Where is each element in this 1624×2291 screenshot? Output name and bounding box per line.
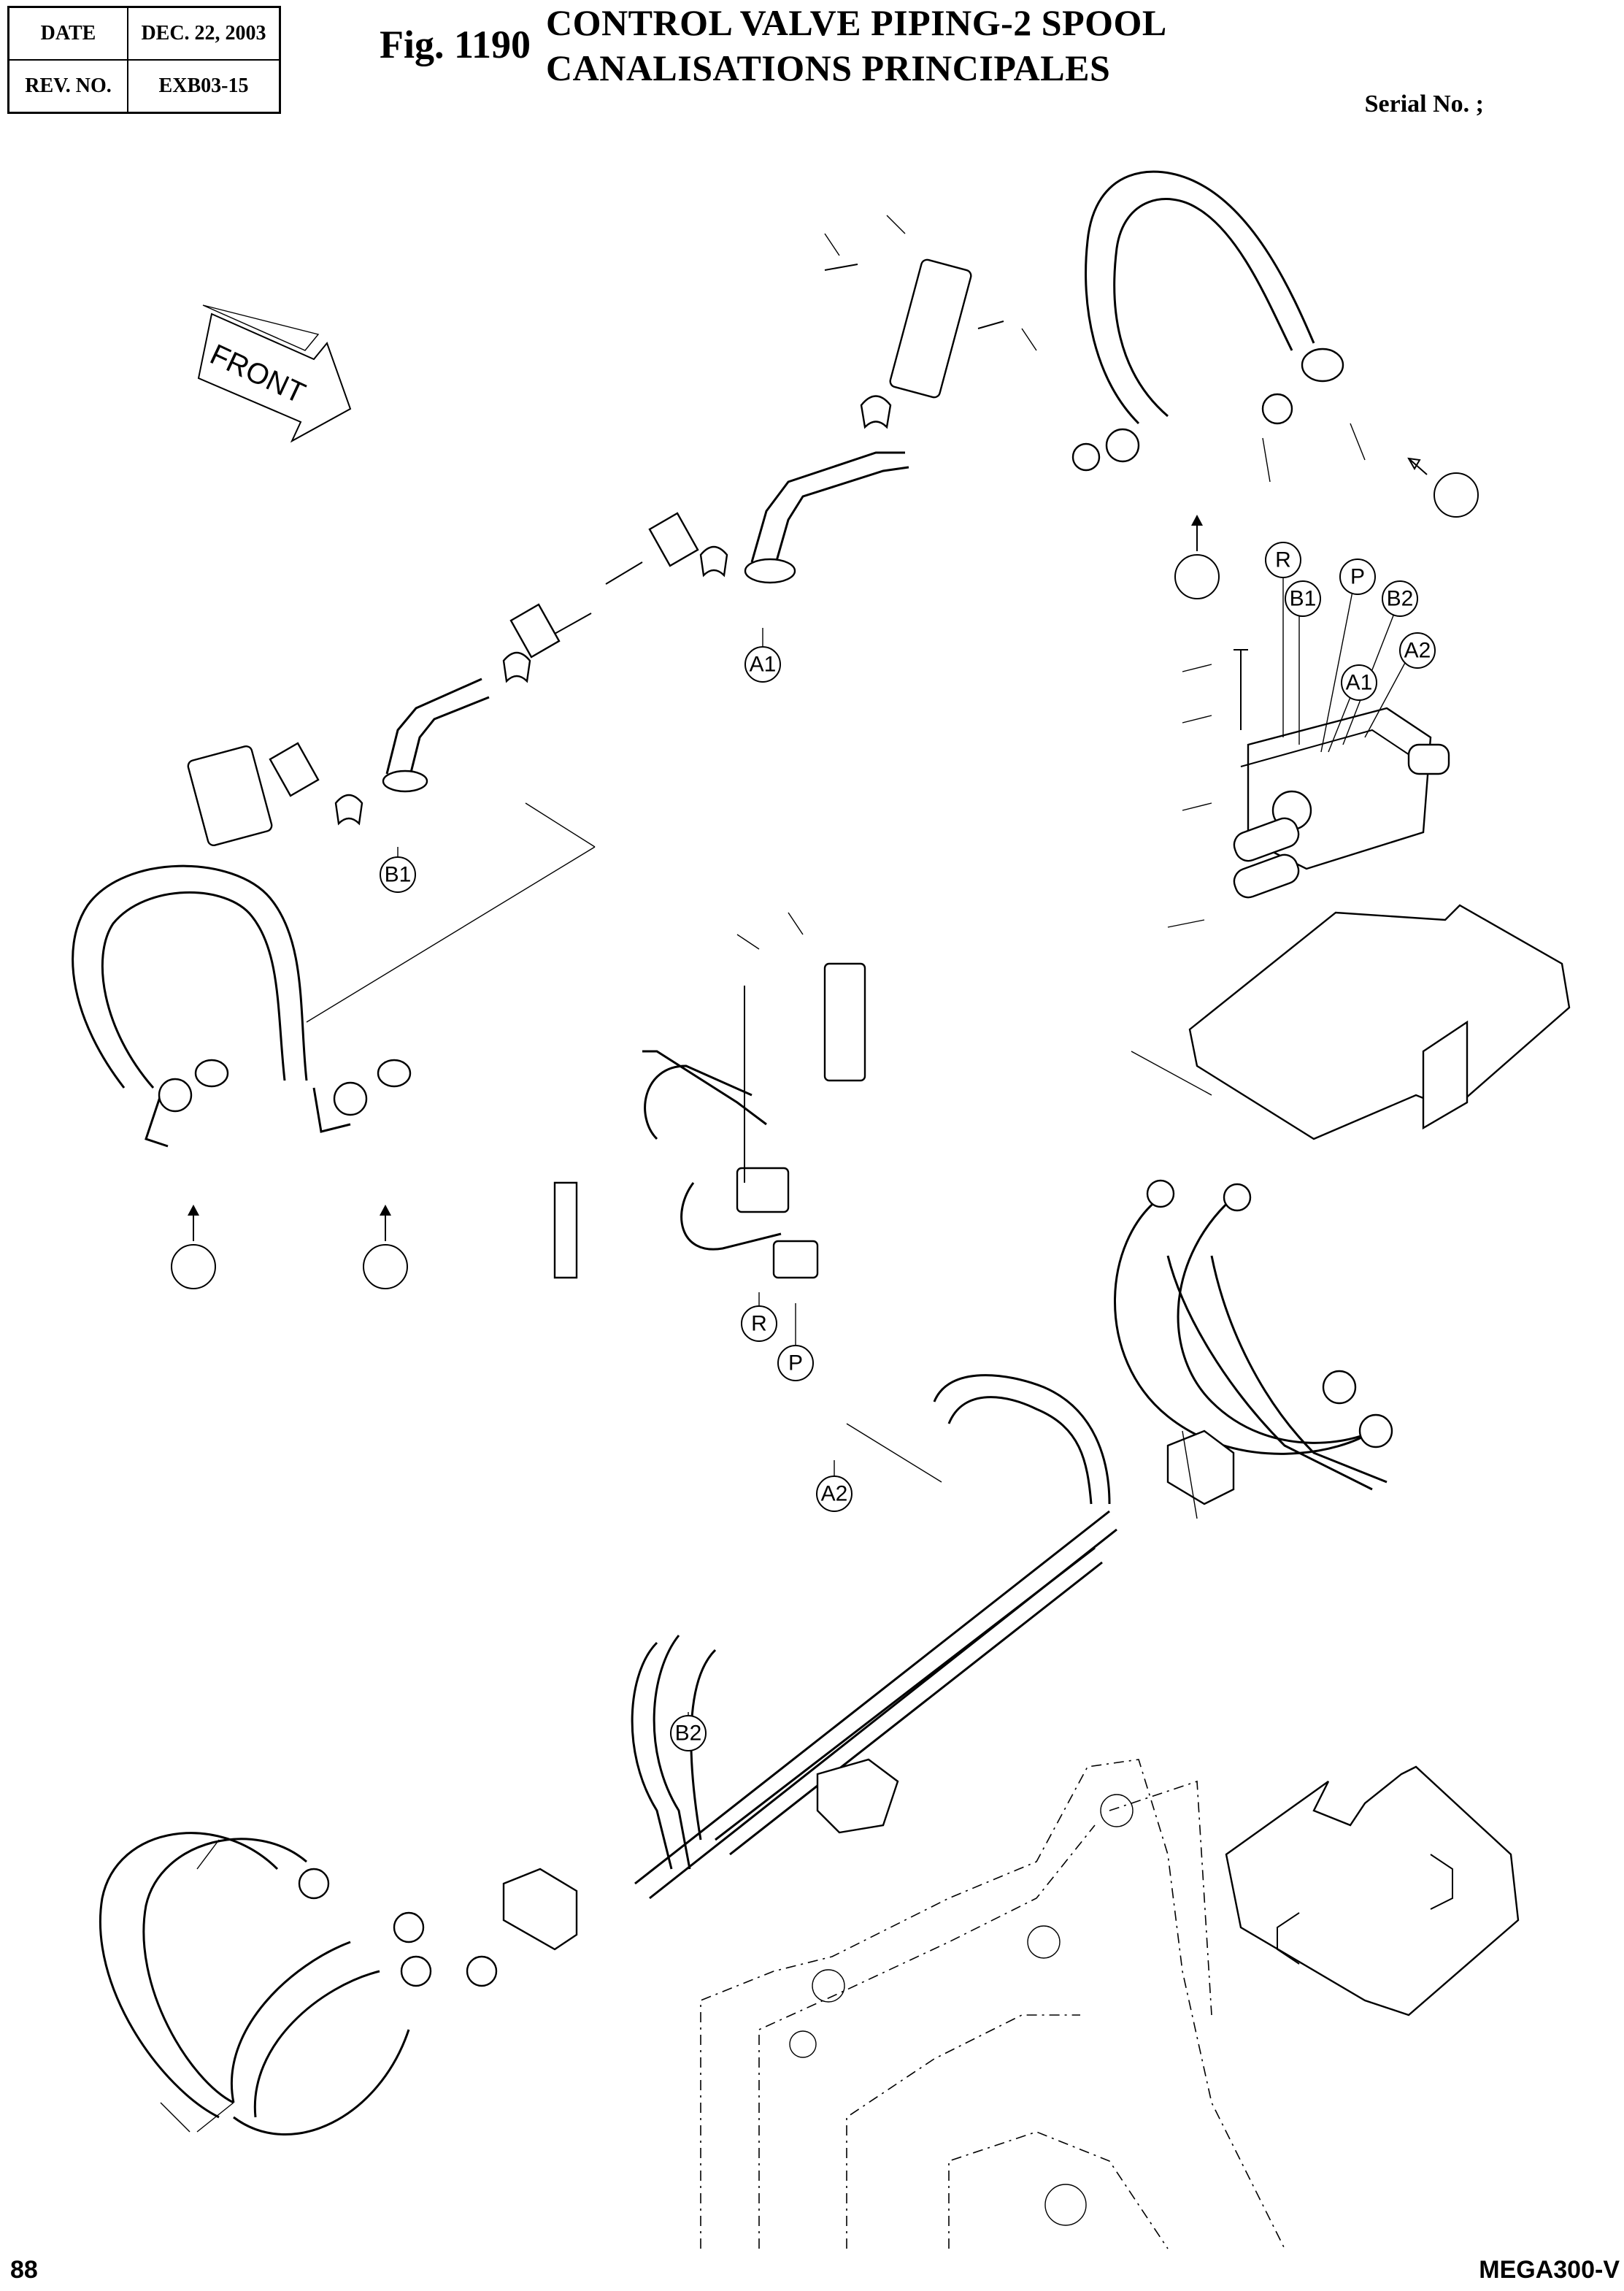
callout-b2-valve: B2 bbox=[1382, 580, 1418, 617]
callout-p-valve: P bbox=[1339, 559, 1376, 595]
date-value: DEC. 22, 2003 bbox=[127, 6, 281, 61]
callout-p-mid-label: P bbox=[788, 1351, 803, 1375]
revision-info-table: DATE DEC. 22, 2003 REV. NO. EXB03-15 bbox=[7, 6, 281, 114]
callout-a2-valve-label: A2 bbox=[1404, 639, 1431, 663]
callout-r-valve: R bbox=[1265, 542, 1301, 578]
valve-mounting-plate bbox=[1188, 904, 1571, 1140]
callout-b2-lower: B2 bbox=[670, 1712, 707, 1751]
callout-a2-valve: A2 bbox=[1399, 632, 1436, 669]
page-number: 88 bbox=[10, 2256, 38, 2284]
loader-frame-phantom bbox=[700, 1759, 1285, 2249]
title-english: CONTROL VALVE PIPING-2 SPOOL bbox=[546, 2, 1167, 43]
serial-number: Serial No. ; bbox=[1364, 91, 1484, 118]
callout-r-mid: R bbox=[741, 1292, 777, 1342]
callout-a1-top-label: A1 bbox=[750, 653, 777, 677]
callout-b2-valve-label: B2 bbox=[1387, 587, 1414, 611]
middle-manifold-assembly bbox=[553, 962, 866, 1279]
callout-b1-left: B1 bbox=[380, 847, 416, 893]
callout-b1-left-label: B1 bbox=[385, 863, 412, 887]
callout-r-valve-label: R bbox=[1275, 548, 1291, 572]
left-hose-loop bbox=[72, 802, 596, 1148]
callout-b1-valve: B1 bbox=[1285, 580, 1321, 617]
reference-circle bbox=[1433, 472, 1479, 518]
control-valve bbox=[1233, 649, 1450, 899]
lower-left-hose bbox=[99, 1832, 498, 2136]
callout-a1-valve-label: A1 bbox=[1346, 671, 1373, 695]
reference-circle bbox=[363, 1244, 408, 1289]
reference-arrows bbox=[171, 457, 1479, 1289]
model-code: MEGA300-V bbox=[1479, 2256, 1620, 2284]
callout-a1-top: A1 bbox=[744, 628, 781, 683]
port-callouts: A1 B1 R B1 P B2 A2 A1 bbox=[380, 542, 1436, 1751]
reference-circle bbox=[1174, 554, 1220, 599]
guard-plate bbox=[1225, 1765, 1520, 2016]
callout-a1-valve: A1 bbox=[1341, 664, 1377, 701]
callout-p-mid: P bbox=[777, 1303, 814, 1381]
date-label: DATE bbox=[7, 6, 128, 61]
rev-value: EXB03-15 bbox=[127, 59, 281, 114]
callout-a2-lower-label: A2 bbox=[821, 1482, 848, 1506]
rev-label: REV. NO. bbox=[7, 59, 128, 114]
front-direction-arrow: FRONT bbox=[197, 304, 352, 443]
figure-number: Fig. 1190 bbox=[380, 23, 531, 66]
callout-p-valve-label: P bbox=[1350, 565, 1365, 589]
top-pipe-assembly bbox=[502, 258, 1004, 683]
left-pipe-assembly bbox=[187, 678, 490, 847]
callout-a2-lower: A2 bbox=[816, 1460, 853, 1512]
top-right-hose bbox=[1071, 170, 1344, 472]
callout-r-mid-label: R bbox=[751, 1312, 767, 1336]
right-hose-pair bbox=[1114, 1179, 1393, 1491]
callout-b2-lower-label: B2 bbox=[675, 1722, 702, 1746]
reference-circle bbox=[171, 1244, 216, 1289]
lower-pipe-assembly bbox=[502, 1374, 1235, 1951]
callout-b1-valve-label: B1 bbox=[1290, 587, 1317, 611]
title-french: CANALISATIONS PRINCIPALES bbox=[546, 47, 1111, 88]
front-label: FRONT bbox=[205, 338, 309, 410]
